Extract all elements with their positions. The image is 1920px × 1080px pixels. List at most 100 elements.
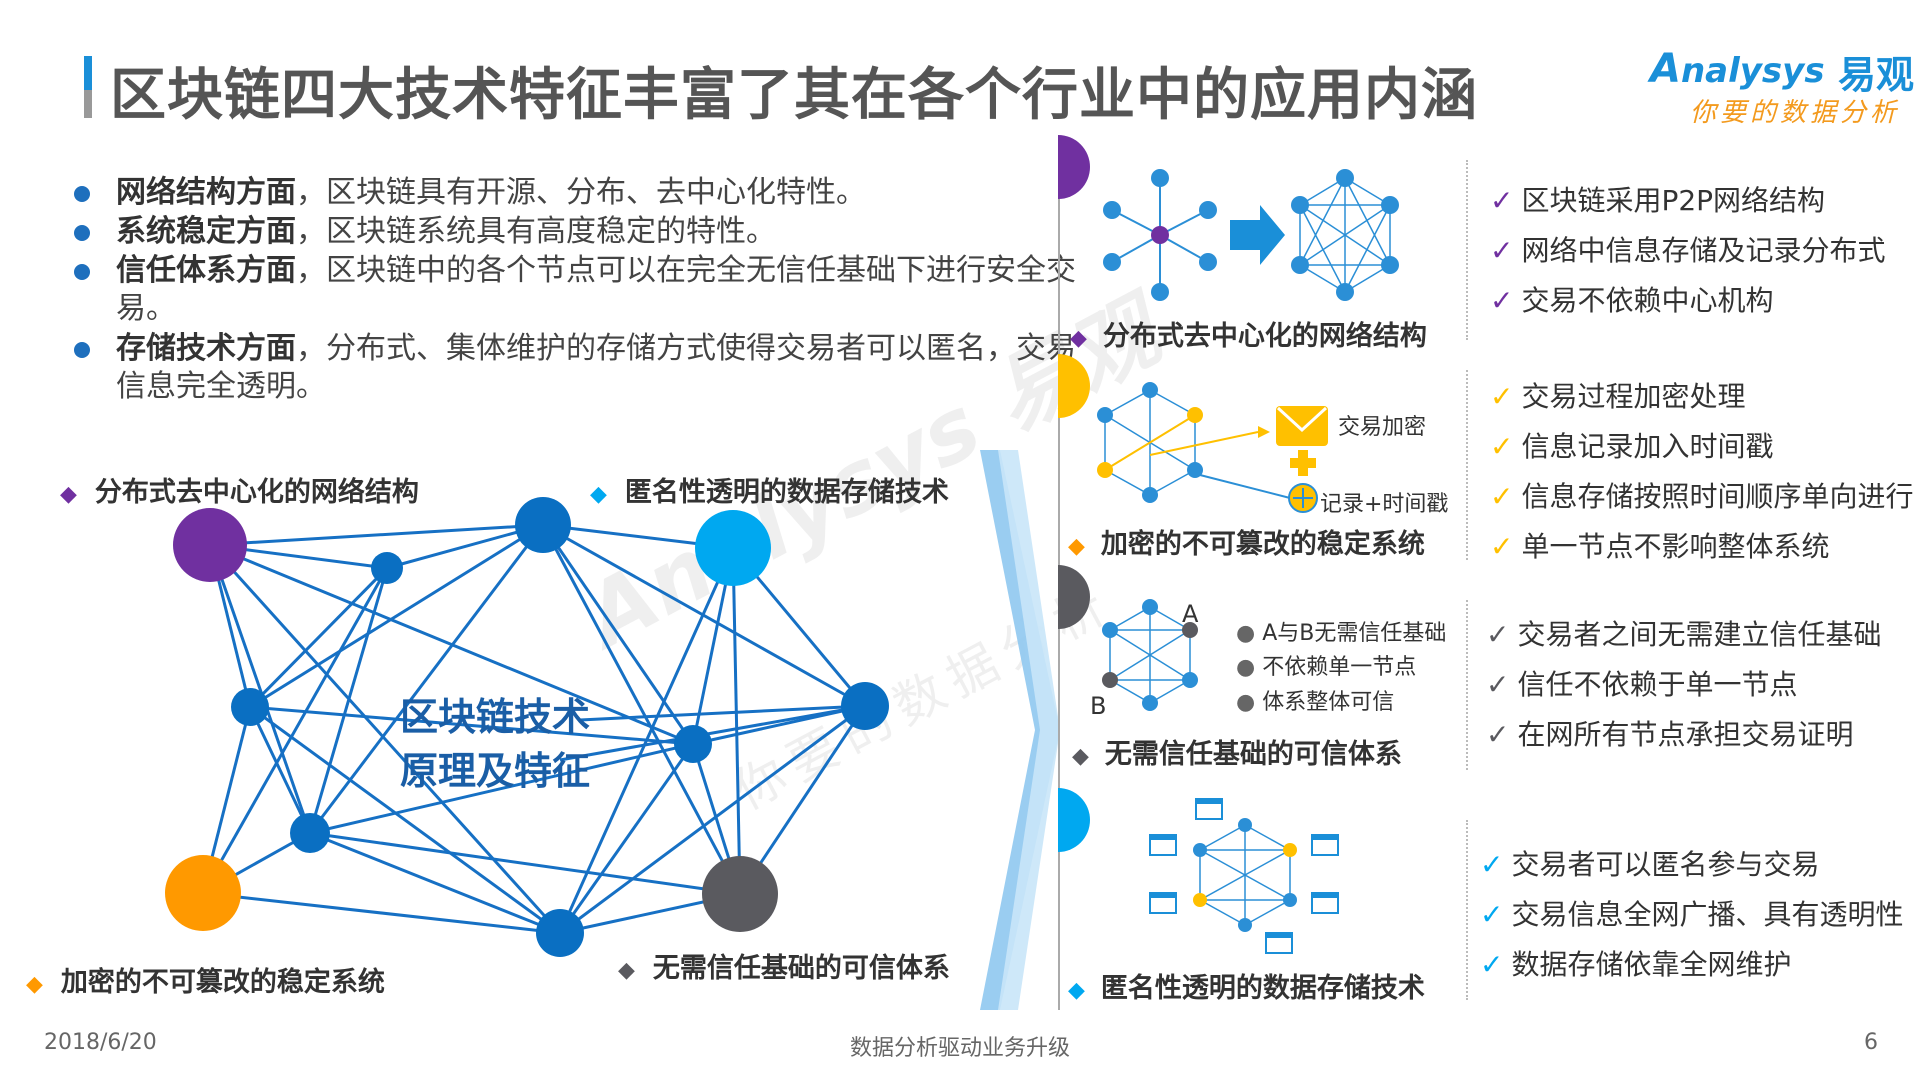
node-blue (695, 510, 771, 586)
trust-note-1: ● A与B无需信任基础 (1236, 615, 1446, 647)
section-dash (1466, 600, 1468, 770)
check-item: ✓在网所有节点承担交易证明 (1486, 710, 1881, 760)
section-marker-gray (1058, 565, 1090, 629)
bullet-dot-icon: ● (1236, 655, 1256, 680)
check-icon: ✓ (1490, 530, 1514, 563)
label-blue: ◆匿名性透明的数据存储技术 (590, 470, 949, 509)
node-b-label: B (1090, 692, 1107, 720)
title-accent-bar (84, 56, 92, 118)
check-item: ✓信息存储按照时间顺序单向进行 (1490, 472, 1913, 522)
check-icon: ✓ (1480, 848, 1504, 881)
check-text: 在网所有节点承担交易证明 (1517, 718, 1854, 751)
diamond-icon: ◆ (60, 482, 77, 507)
section-dash (1466, 820, 1468, 1000)
check-icon: ✓ (1486, 718, 1510, 751)
bullet-bold: 网络结构方面 (116, 175, 296, 210)
diamond-icon: ◆ (1072, 744, 1089, 769)
section-title-trust: ◆ 无需信任基础的可信体系 (1072, 732, 1402, 771)
trust-mesh-icon (1102, 599, 1198, 711)
check-item: ✓交易过程加密处理 (1490, 372, 1913, 422)
check-list-trust: ✓交易者之间无需建立信任基础 ✓信任不依赖于单一节点 ✓在网所有节点承担交易证明 (1486, 610, 1881, 760)
bullet-dot-icon: ● (1236, 690, 1256, 715)
bullet-text: ，区块链具有开源、分布、去中心化特性。 (296, 175, 866, 210)
star-to-mesh-icon (1103, 169, 1399, 301)
network-node (515, 497, 571, 553)
node-orange (165, 855, 241, 931)
encryption-icon (1097, 382, 1328, 513)
network-node (371, 552, 403, 584)
section-dash (1466, 160, 1468, 340)
section-title-text: 匿名性透明的数据存储技术 (1100, 973, 1425, 1004)
check-icon: ✓ (1490, 184, 1514, 217)
check-list-stable: ✓交易过程加密处理 ✓信息记录加入时间戳 ✓信息存储按照时间顺序单向进行 ✓单一… (1490, 372, 1913, 572)
label-gray: ◆无需信任基础的可信体系 (618, 946, 950, 985)
node-a-label: A (1182, 600, 1199, 628)
center-label-line1: 区块链技术 (400, 695, 591, 739)
footer-date: 2018/6/20 (44, 1030, 157, 1055)
network-edges (201, 523, 867, 935)
node-gray (702, 856, 778, 932)
check-list-network: ✓区块链采用P2P网络结构 ✓网络中信息存储及记录分布式 ✓交易不依赖中心机构 (1490, 176, 1885, 326)
diamond-icon: ◆ (26, 972, 43, 997)
bullet-text: ，区块链中的各个节点可以在完全无信任基础下进行安全交易。 (116, 253, 1076, 326)
check-item: ✓交易者可以匿名参与交易 (1480, 840, 1903, 890)
check-item: ✓区块链采用P2P网络结构 (1490, 176, 1885, 226)
section-dash (1466, 370, 1468, 560)
section-title-text: 分布式去中心化的网络结构 (1102, 321, 1427, 352)
bullet-bold: 系统稳定方面 (116, 214, 296, 249)
node-purple (173, 508, 247, 582)
check-icon: ✓ (1486, 668, 1510, 701)
check-item: ✓网络中信息存储及记录分布式 (1490, 226, 1885, 276)
check-list-storage: ✓交易者可以匿名参与交易 ✓交易信息全网广播、具有透明性 ✓数据存储依靠全网维护 (1480, 840, 1903, 990)
trust-note-2: ● 不依赖单一节点 (1236, 649, 1416, 681)
check-icon: ✓ (1490, 234, 1514, 267)
page-title: 区块链四大技术特征丰富了其在各个行业中的应用内涵 (110, 63, 1478, 128)
logo-brand-prefix: A (1650, 46, 1681, 92)
check-icon: ✓ (1490, 284, 1514, 317)
bullet-dot (74, 186, 90, 202)
check-icon: ✓ (1480, 948, 1504, 981)
check-text: 交易者之间无需建立信任基础 (1517, 618, 1882, 651)
check-item: ✓单一节点不影响整体系统 (1490, 522, 1913, 572)
check-text: 数据存储依靠全网维护 (1511, 948, 1792, 981)
section-marker-purple (1058, 135, 1090, 199)
bullet-text: ，区块链系统具有高度稳定的特性。 (296, 214, 776, 249)
trust-note-3: ● 体系整体可信 (1236, 684, 1394, 716)
check-icon: ✓ (1490, 380, 1514, 413)
diamond-icon: ◆ (1068, 534, 1085, 559)
check-text: 交易者可以匿名参与交易 (1511, 848, 1820, 881)
section-title-text: 无需信任基础的可信体系 (1104, 739, 1402, 770)
diamond-icon: ◆ (618, 958, 635, 983)
check-text: 单一节点不影响整体系统 (1521, 530, 1830, 563)
check-icon: ✓ (1490, 480, 1514, 513)
logo-brand-rest: nalysys (1680, 51, 1825, 91)
bullet-bold: 信任体系方面 (116, 253, 296, 288)
diamond-icon: ◆ (1070, 326, 1087, 351)
label-purple-text: 分布式去中心化的网络结构 (94, 477, 419, 508)
page-number: 6 (1864, 1030, 1878, 1055)
check-icon: ✓ (1480, 898, 1504, 931)
check-item: ✓交易者之间无需建立信任基础 (1486, 610, 1881, 660)
main-network-diagram (165, 497, 889, 957)
section-title-storage: ◆ 匿名性透明的数据存储技术 (1068, 966, 1425, 1005)
label-orange-text: 加密的不可篡改的稳定系统 (60, 967, 385, 998)
bullet-dot (74, 264, 90, 280)
check-item: ✓数据存储依靠全网维护 (1480, 940, 1903, 990)
check-item: ✓信息记录加入时间戳 (1490, 422, 1913, 472)
network-node (231, 688, 269, 726)
data-storage-icon (1149, 798, 1339, 954)
network-node (674, 725, 712, 763)
label-blue-text: 匿名性透明的数据存储技术 (624, 477, 949, 508)
encryption-label: 交易加密 (1338, 415, 1427, 440)
bullet-dot (74, 225, 90, 241)
bullet-dot (74, 342, 90, 358)
diamond-icon: ◆ (1068, 978, 1085, 1003)
check-icon: ✓ (1490, 430, 1514, 463)
check-text: 网络中信息存储及记录分布式 (1521, 234, 1886, 267)
check-text: 信任不依赖于单一节点 (1517, 668, 1798, 701)
check-text: 信息存储按照时间顺序单向进行 (1521, 480, 1914, 513)
logo-cn: 易观 (1838, 53, 1915, 97)
label-orange: ◆ 加密的不可篡改的稳定系统 (26, 960, 385, 999)
network-node (841, 682, 889, 730)
footer-slogan: 数据分析驱动业务升级 (850, 1036, 1071, 1061)
